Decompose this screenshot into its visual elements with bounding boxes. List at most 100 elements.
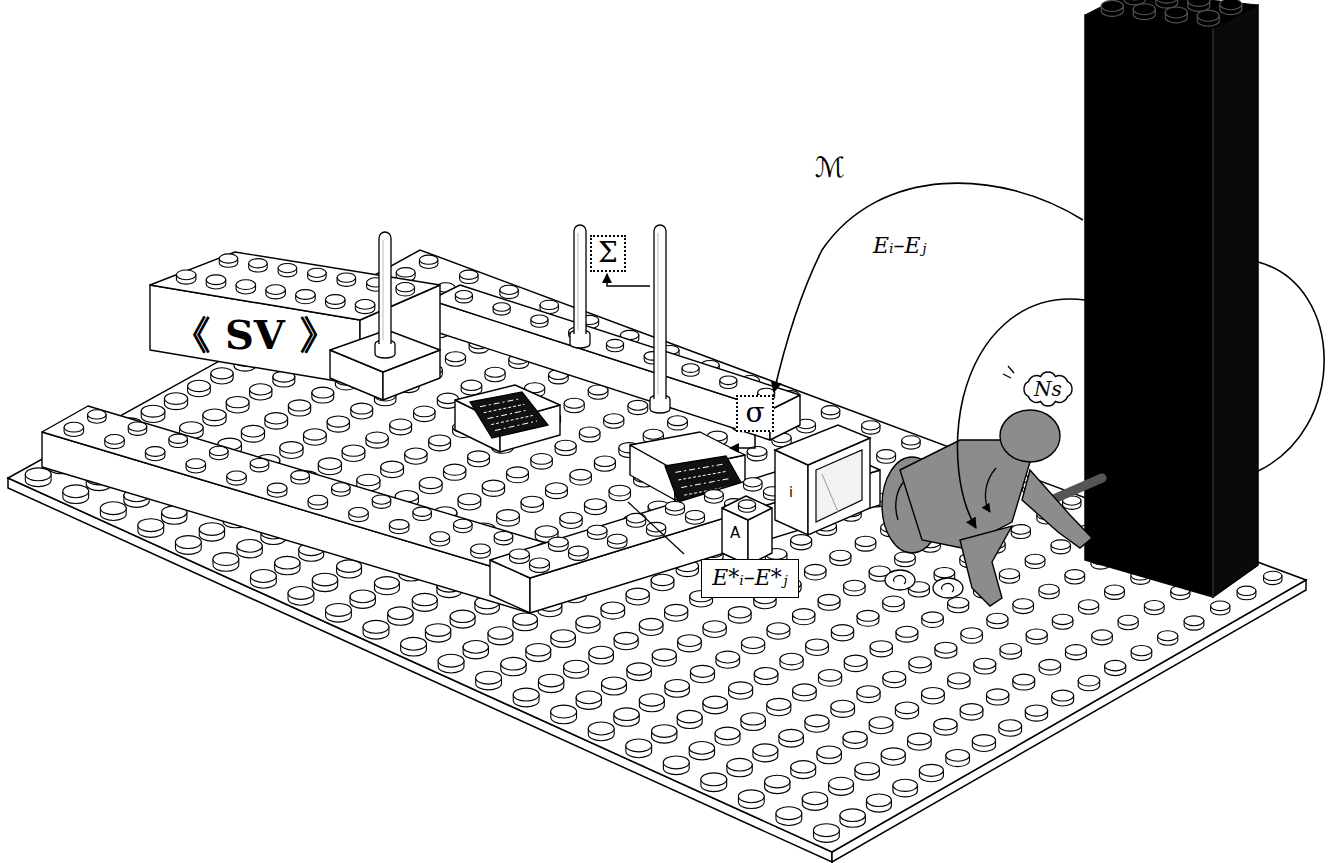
stud-top xyxy=(414,406,435,417)
tower-face xyxy=(1085,15,1213,597)
stud-top xyxy=(510,549,530,559)
stud-top xyxy=(521,496,543,507)
brick-print: 《 SV 》 xyxy=(171,313,339,357)
stud-top xyxy=(549,537,569,547)
black-tower xyxy=(1085,0,1258,597)
stud-top xyxy=(1264,571,1282,580)
stud-top xyxy=(332,483,351,492)
stud-top xyxy=(381,461,404,472)
stud-top xyxy=(779,729,803,741)
stud-top xyxy=(831,700,855,712)
stud-top xyxy=(961,628,982,639)
stud-top xyxy=(454,519,473,528)
stud-top xyxy=(531,454,552,465)
stud-top xyxy=(1156,0,1178,3)
stud-top xyxy=(63,485,89,498)
leader-arrow xyxy=(730,434,755,448)
leader-arrow xyxy=(607,274,650,286)
stud-top xyxy=(705,490,724,499)
thought-cloud: Ns xyxy=(1020,372,1076,406)
stud-top xyxy=(128,422,147,431)
stud-top xyxy=(716,651,740,663)
stud-top xyxy=(226,396,249,407)
sv-brick-top xyxy=(150,252,440,320)
stud-top xyxy=(199,523,224,536)
stud-top xyxy=(791,535,812,546)
stud-top xyxy=(188,380,211,391)
screen-line xyxy=(675,464,722,472)
stud-top xyxy=(609,485,630,496)
stud-top xyxy=(425,624,450,637)
pole-shine xyxy=(383,240,384,340)
stud-top xyxy=(430,532,450,542)
stud-top xyxy=(665,680,689,692)
stud-top xyxy=(463,641,488,654)
stud-top xyxy=(946,749,970,761)
stud-top xyxy=(564,398,584,408)
stud-top xyxy=(237,540,262,553)
antenna-pole xyxy=(570,225,590,348)
arrows xyxy=(607,183,1324,554)
stud-top xyxy=(602,677,627,689)
stud-top xyxy=(893,779,917,791)
stud-top xyxy=(308,495,328,505)
stud-top xyxy=(1211,601,1230,611)
grey-figure xyxy=(882,410,1102,606)
stud-top xyxy=(468,451,490,462)
arrow-label: ℳ xyxy=(815,153,845,184)
stud-top xyxy=(883,596,904,607)
stud-top xyxy=(855,763,879,775)
caster-swirl xyxy=(894,575,906,584)
stud-top xyxy=(765,775,790,788)
stud-top xyxy=(643,429,663,439)
stud-top xyxy=(1052,690,1074,701)
stud-top xyxy=(703,696,727,708)
figure-arm xyxy=(1022,470,1092,548)
stud-top xyxy=(1065,570,1085,580)
stud-top xyxy=(639,618,663,630)
left-wall xyxy=(42,406,576,613)
stud-top xyxy=(627,513,646,523)
stud-top xyxy=(366,432,388,443)
stud-top xyxy=(742,637,765,649)
stud-top xyxy=(494,531,513,540)
stud-top xyxy=(342,445,365,456)
stud-top xyxy=(1011,525,1030,535)
stud-top xyxy=(1013,674,1035,685)
screen-line xyxy=(480,399,520,407)
stud-top xyxy=(291,471,310,480)
stud-top xyxy=(419,255,437,264)
stud-top xyxy=(741,713,765,725)
stud-top xyxy=(948,673,970,684)
brick-print: A xyxy=(730,525,740,542)
a-brick xyxy=(722,496,772,565)
stud-top xyxy=(677,710,702,722)
stud-top xyxy=(793,684,817,696)
figure-head xyxy=(1000,410,1060,462)
stud-top xyxy=(626,739,652,752)
stud-top xyxy=(840,809,865,822)
stud-top xyxy=(1158,631,1178,641)
stud-top xyxy=(458,493,481,504)
brick-print: i xyxy=(789,485,793,500)
antenna-pole xyxy=(650,225,670,413)
stud-top xyxy=(507,467,529,478)
stud-top xyxy=(935,642,957,653)
stud-top xyxy=(251,570,277,583)
stud-top xyxy=(668,416,688,426)
stud-top xyxy=(405,448,427,459)
stud-top xyxy=(877,450,896,459)
node-text: E*ᵢ–E*ⱼ xyxy=(712,566,788,590)
stud-top xyxy=(1000,644,1021,655)
stud-top xyxy=(1184,616,1204,626)
stud-top xyxy=(396,268,415,277)
pole-shaft xyxy=(654,225,666,399)
stud-top xyxy=(501,657,526,670)
stud-top xyxy=(312,387,334,398)
stud-top xyxy=(389,520,409,530)
stud-top xyxy=(729,682,753,694)
stud-top xyxy=(934,567,955,577)
stud-top xyxy=(689,742,714,755)
a-brick-top xyxy=(722,496,772,520)
stud-top xyxy=(363,620,389,633)
